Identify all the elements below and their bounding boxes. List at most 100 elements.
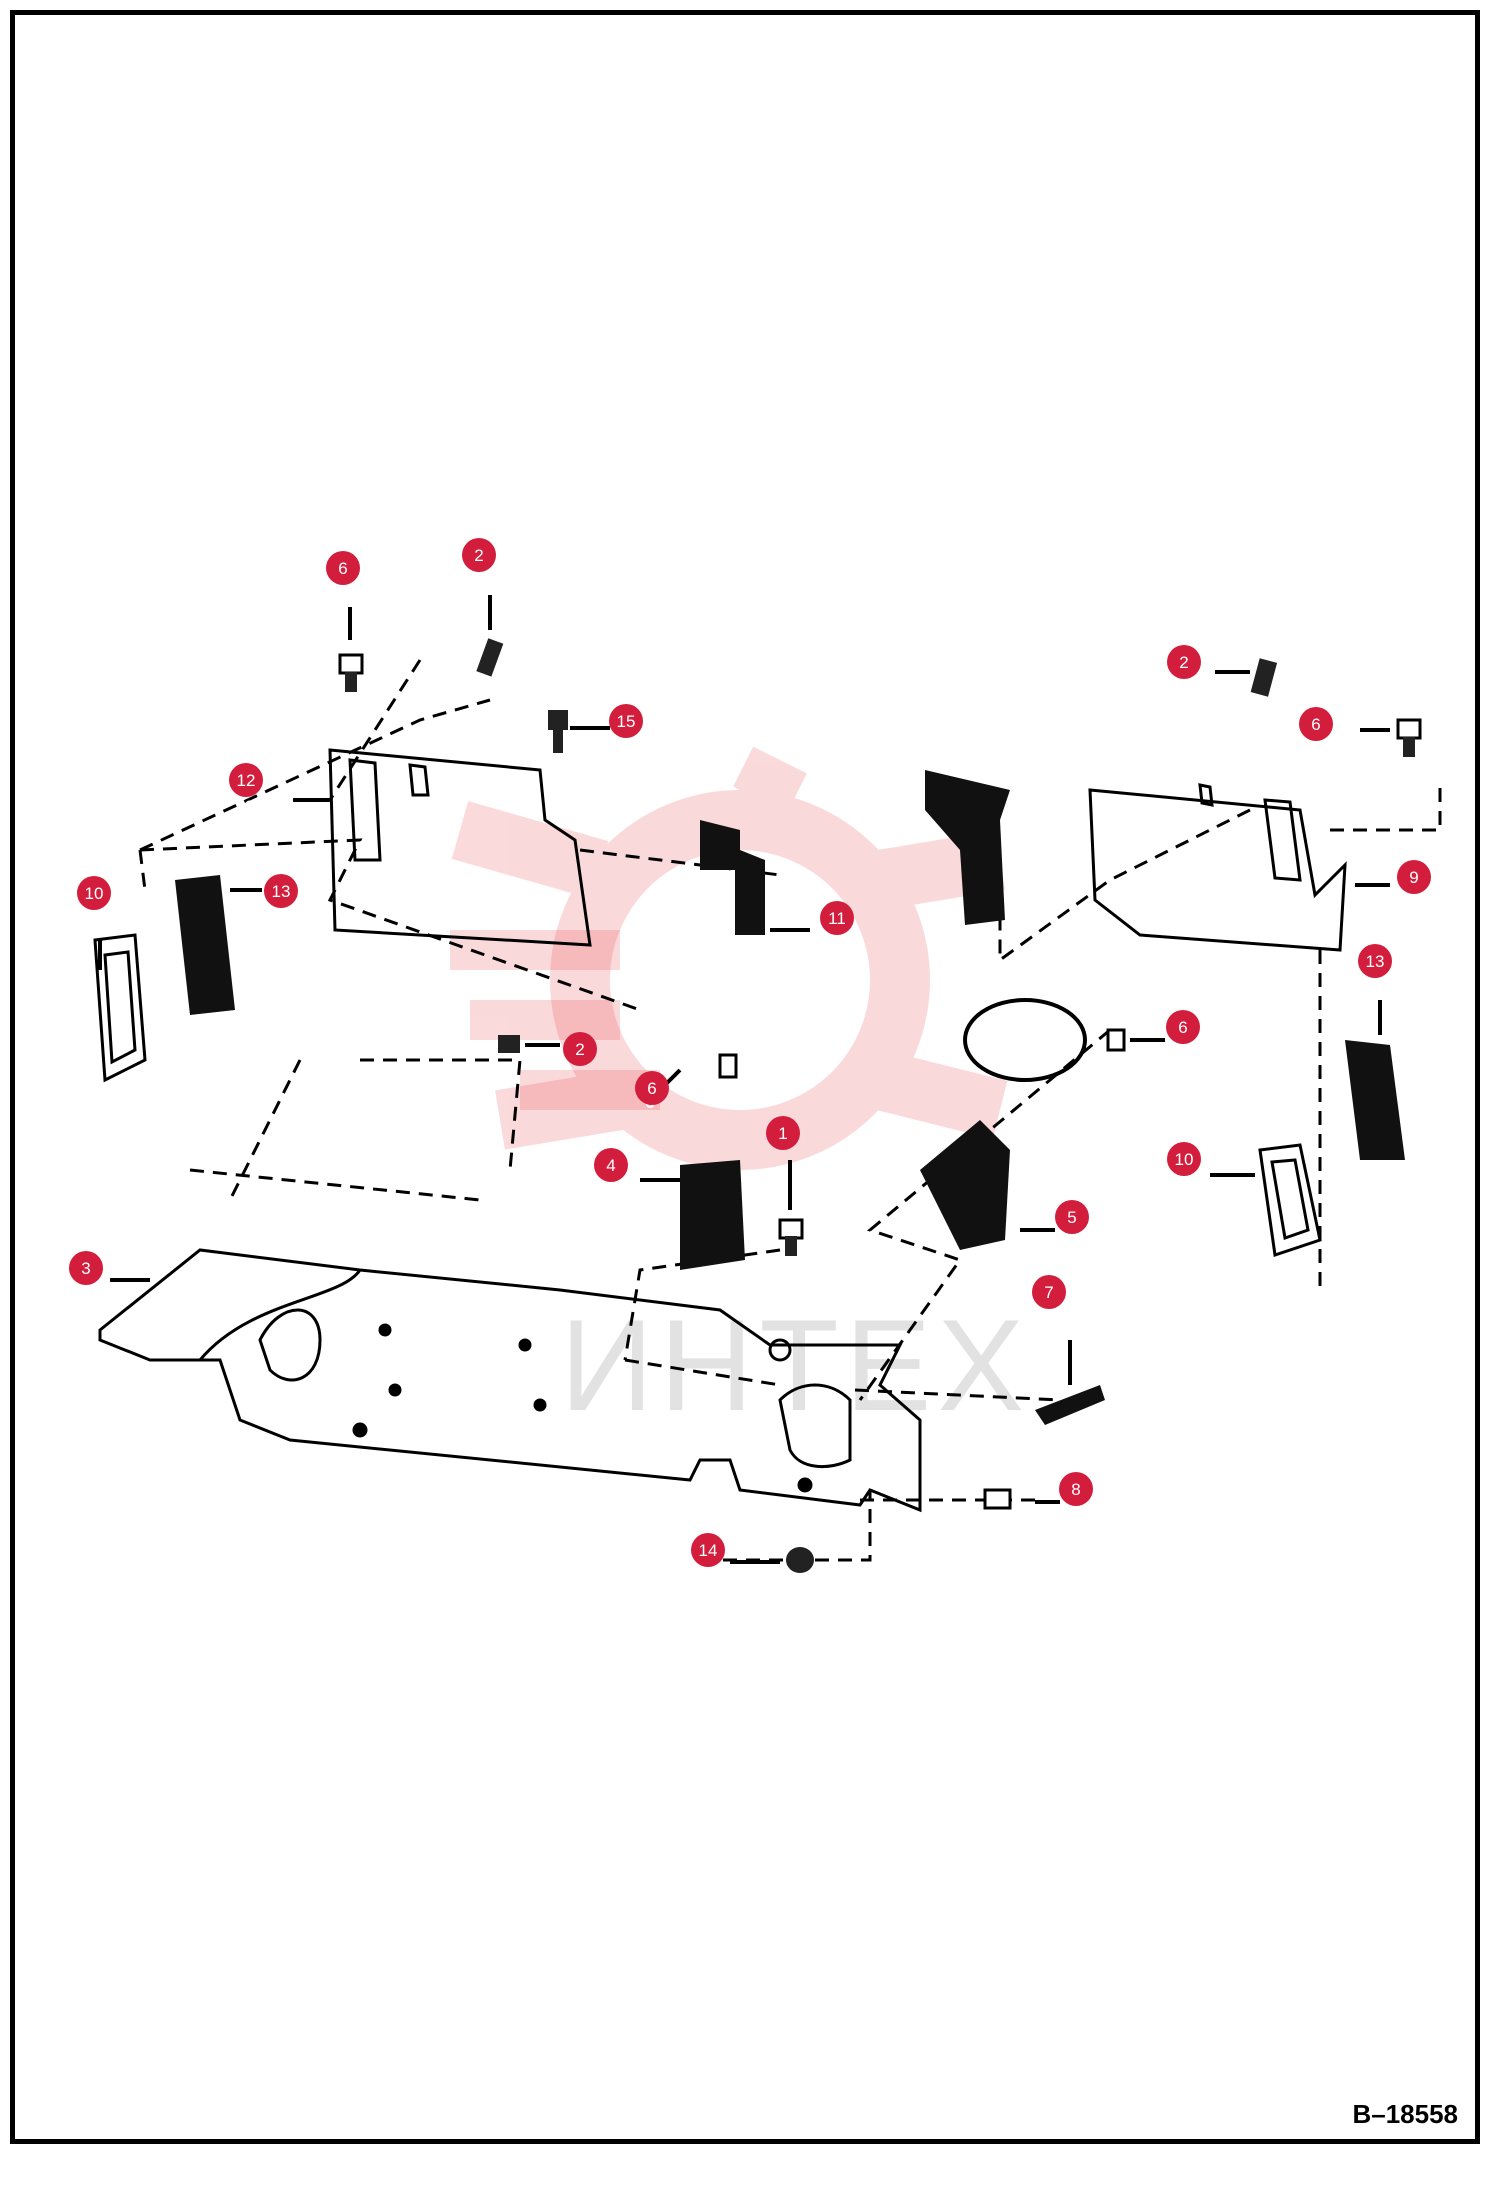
nut-14	[786, 1547, 814, 1573]
callout-badge	[820, 901, 854, 935]
part-number-label: 14	[696, 1565, 715, 1584]
callout-2: 22	[1167, 645, 1250, 696]
callout-badge	[77, 876, 111, 910]
callout-badge	[462, 538, 496, 572]
callout-badge-label: 1	[778, 1124, 787, 1143]
callout-badge-label: 4	[606, 1156, 615, 1175]
callout-badge-label: 6	[1311, 715, 1320, 734]
callout-3: 33	[69, 1251, 150, 1304]
part-number-label: 2	[1180, 677, 1189, 696]
callout-badge	[1055, 1200, 1089, 1234]
part-number-label: 7	[1060, 1310, 1069, 1329]
callout-4: 44	[594, 1148, 680, 1204]
callout-badge-label: 9	[1409, 868, 1418, 887]
part-number-label: 4	[605, 1185, 615, 1204]
bolt-6-left	[338, 653, 364, 692]
callout-badge	[1167, 645, 1201, 679]
bracket-right	[1088, 783, 1347, 952]
part-number-label: 15	[611, 738, 630, 757]
part-number-label: 3	[85, 1285, 94, 1304]
callout-badge	[229, 763, 263, 797]
callout-badge	[594, 1148, 628, 1182]
callout-badge-label: 14	[699, 1541, 718, 1560]
clip-right	[1258, 1143, 1322, 1257]
callout-badge-label: 8	[1071, 1480, 1080, 1499]
figure-id: B–18558	[1352, 2099, 1458, 2129]
callout-6: 66	[1299, 707, 1390, 760]
callout-badge	[1397, 860, 1431, 894]
watermark-bar	[450, 930, 620, 970]
nut-2-left	[476, 638, 504, 677]
callout-badge-label: 6	[647, 1079, 656, 1098]
callout-2: 22	[525, 1032, 597, 1066]
watermark-gear-icon	[451, 746, 1008, 1170]
callout-badge	[264, 874, 298, 908]
part-number-label: 10	[81, 910, 100, 929]
callout-5: 55	[1020, 1200, 1089, 1254]
screw-2-lower	[498, 1035, 520, 1053]
part-number-label: 12	[236, 797, 255, 816]
callout-9: 99	[1355, 860, 1431, 912]
part-number-label: 10	[1171, 1175, 1190, 1194]
watermark-text: ИНТЕХ	[560, 1292, 1031, 1438]
callout-badge	[691, 1533, 725, 1567]
callout-badge	[326, 551, 360, 585]
part-number-label: 6	[338, 585, 347, 604]
callout-badge-label: 2	[1179, 653, 1188, 672]
part-number-label: 6	[1175, 1045, 1184, 1064]
part-number-label: 8	[1075, 1505, 1084, 1524]
bolt-1	[778, 1218, 804, 1256]
bracket-left	[328, 748, 592, 947]
callout-badge-label: 6	[338, 559, 347, 578]
callout-2: 22	[462, 538, 496, 630]
callout-badge	[609, 704, 643, 738]
callout-badge-label: 6	[1178, 1018, 1187, 1037]
callout-badge-label: 15	[617, 712, 636, 731]
part-number-label: 11	[826, 935, 844, 954]
main-plate-3	[98, 1248, 922, 1513]
callout-badge	[1059, 1472, 1093, 1506]
callout-badge-label: 5	[1067, 1208, 1076, 1227]
callout-badge-label: 12	[237, 771, 256, 790]
block-11-left	[700, 820, 765, 935]
callout-6: 66	[326, 551, 360, 640]
callout-badge-label: 7	[1044, 1283, 1053, 1302]
callout-badge	[1358, 944, 1392, 978]
pad-right	[1345, 1040, 1405, 1160]
block-4	[680, 1160, 745, 1270]
callout-badge	[563, 1032, 597, 1066]
callout-8: 88	[1035, 1472, 1093, 1524]
bolt-8	[983, 1488, 1012, 1510]
page-frame	[10, 10, 1480, 2144]
callout-6: 66	[635, 1068, 682, 1112]
part-number-label: 2	[475, 570, 484, 589]
pad-left	[175, 875, 235, 1015]
callout-badge-label: 11	[828, 909, 846, 928]
watermark-bar	[470, 1000, 620, 1040]
part-number-label: 13	[271, 908, 290, 927]
part-number-label: 5	[1070, 1235, 1079, 1254]
callout-badge	[1167, 1142, 1201, 1176]
callout-badge-label: 13	[1366, 952, 1385, 971]
callout-6: 66	[1130, 1010, 1200, 1064]
callout-badge-label: 10	[1175, 1150, 1194, 1169]
callout-badge-label: 2	[575, 1040, 584, 1059]
bolt-6-right	[1396, 718, 1422, 757]
callout-badge	[1166, 1010, 1200, 1044]
screw-6-right	[1106, 1028, 1126, 1052]
callout-1: 1	[766, 1116, 800, 1210]
callout-badge-label: 3	[81, 1259, 90, 1278]
clip-left	[93, 933, 147, 1083]
callout-badge	[1299, 707, 1333, 741]
screw-15	[548, 710, 568, 753]
part-number-label: 9	[1405, 893, 1414, 912]
